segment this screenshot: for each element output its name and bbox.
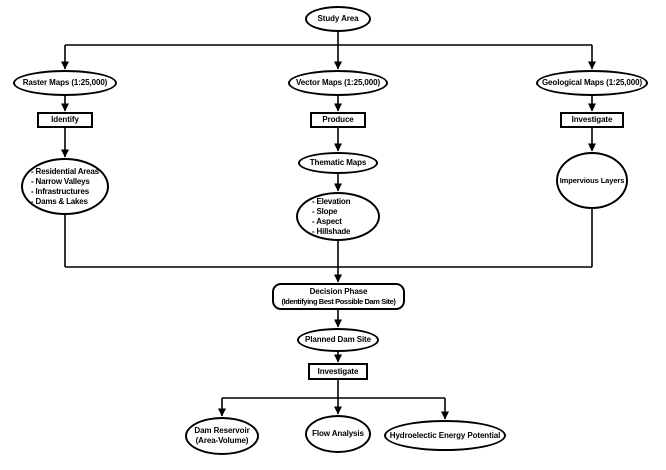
- node-dam-reservoir: Dam Reservoir (Area-Volume): [185, 417, 259, 455]
- node-identify: Identify: [37, 112, 93, 128]
- node-planned-dam-site: Planned Dam Site: [297, 328, 379, 352]
- flow-analysis-label: Flow Analysis: [312, 429, 364, 438]
- investigate-dam-site-label: Investigate: [317, 366, 359, 376]
- geological-maps-label: Geological Maps (1:25,000): [541, 78, 643, 87]
- thematic-layers-line: - Elevation: [312, 196, 351, 206]
- dam-reservoir-line2: (Area-Volume): [195, 436, 249, 445]
- hydroelectric-potential-label: Hydroelectic Energy Potential: [389, 430, 501, 440]
- raster-criteria-line: - Residential Areas: [31, 166, 99, 176]
- node-raster-criteria: - Residential Areas - Narrow Valleys - I…: [21, 158, 109, 215]
- planned-dam-site-label: Planned Dam Site: [305, 335, 371, 344]
- impervious-layers-label: Impervious Layers: [559, 175, 625, 185]
- node-decision-phase: Decision Phase (Identifying Best Possibl…: [272, 283, 405, 310]
- node-thematic-layers: - Elevation - Slope - Aspect - Hillshade: [296, 192, 380, 241]
- node-study-area: Study Area: [305, 6, 371, 32]
- thematic-layers-line: - Aspect: [312, 216, 342, 226]
- produce-label: Produce: [322, 115, 354, 124]
- node-vector-maps: Vector Maps (1:25,000): [288, 70, 388, 96]
- node-thematic-maps: Thematic Maps: [298, 152, 378, 174]
- node-hydroelectric-potential: Hydroelectic Energy Potential: [384, 420, 506, 451]
- study-area-label: Study Area: [317, 14, 359, 23]
- thematic-layers-line: - Hillshade: [312, 226, 351, 236]
- thematic-maps-label: Thematic Maps: [309, 158, 367, 167]
- decision-phase-line2: (Identifying Best Possible Dam Site): [281, 296, 396, 306]
- vector-maps-label: Vector Maps (1:25,000): [295, 78, 381, 87]
- raster-criteria-line: - Narrow Valleys: [31, 176, 90, 186]
- raster-criteria-line: - Infrastructures: [31, 186, 89, 196]
- node-investigate-geology: Investigate: [560, 112, 624, 128]
- node-geological-maps: Geological Maps (1:25,000): [536, 70, 648, 96]
- node-raster-maps: Raster Maps (1:25,000): [13, 70, 117, 96]
- node-investigate-dam-site: Investigate: [308, 363, 368, 380]
- node-flow-analysis: Flow Analysis: [305, 415, 371, 453]
- investigate-geology-label: Investigate: [571, 115, 613, 124]
- dam-reservoir-line1: Dam Reservoir: [194, 426, 250, 435]
- raster-maps-label: Raster Maps (1:25,000): [22, 78, 108, 87]
- raster-criteria-line: - Dams & Lakes: [31, 196, 88, 206]
- decision-phase-line1: Decision Phase: [309, 286, 368, 296]
- node-impervious-layers: Impervious Layers: [556, 152, 628, 209]
- identify-label: Identify: [51, 115, 79, 124]
- node-produce: Produce: [310, 112, 366, 128]
- thematic-layers-line: - Slope: [312, 206, 338, 216]
